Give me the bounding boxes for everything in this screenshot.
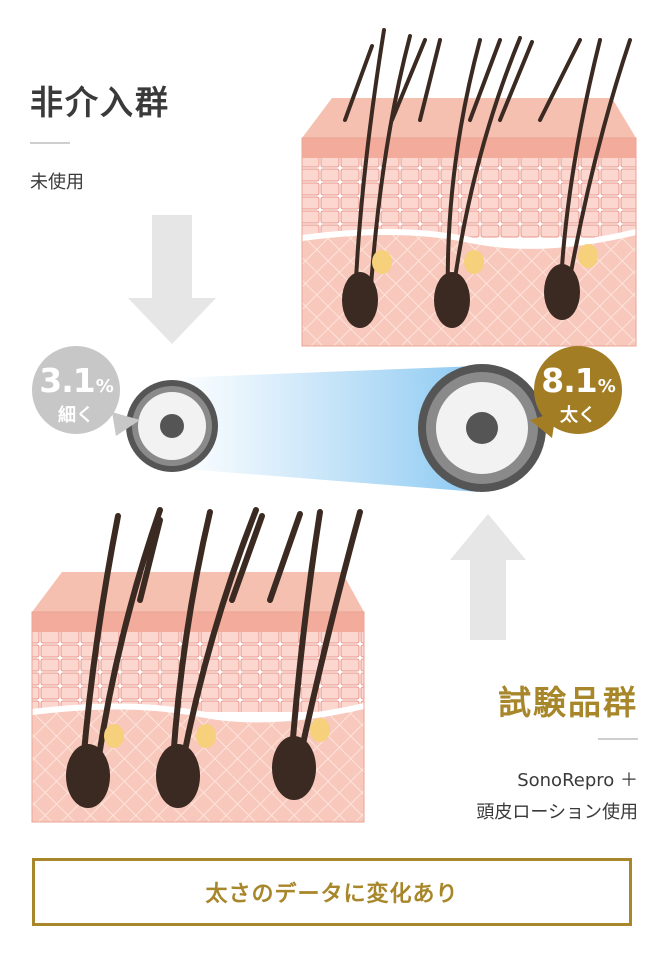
control-group-title: 非介入群 [30, 83, 170, 122]
scalp-illustration-control [301, 28, 637, 347]
test-group-title: 試験品群 [498, 683, 638, 722]
test-group-description-line2: 頭皮ローション使用 [476, 802, 638, 823]
test-group-description-line1: SonoRepro ＋ [517, 770, 638, 791]
thick-hair-cross-section-icon [418, 364, 546, 492]
growth-beam [172, 366, 478, 492]
badge-thin-tail [112, 412, 140, 436]
up-arrow-icon [450, 514, 526, 640]
down-arrow-icon [128, 215, 216, 344]
control-divider [30, 142, 70, 144]
thickening-badge: 8.1% 太く [534, 346, 622, 434]
test-divider [598, 738, 638, 740]
thinning-badge: 3.1% 細く [32, 346, 120, 434]
thickening-label: 太く [560, 405, 596, 426]
control-group-description: 未使用 [30, 172, 84, 193]
data-change-banner: 太さのデータに変化あり [32, 858, 632, 926]
thinning-value: 3.1 [39, 361, 95, 400]
thinning-unit: % [95, 376, 114, 397]
thin-hair-cross-section-icon [126, 380, 218, 472]
thickening-value: 8.1 [541, 361, 597, 400]
data-change-banner-label: 太さのデータに変化あり [205, 882, 459, 907]
thinning-label: 細く [58, 405, 94, 426]
scalp-illustration-test [31, 507, 365, 823]
thickening-unit: % [597, 376, 616, 397]
